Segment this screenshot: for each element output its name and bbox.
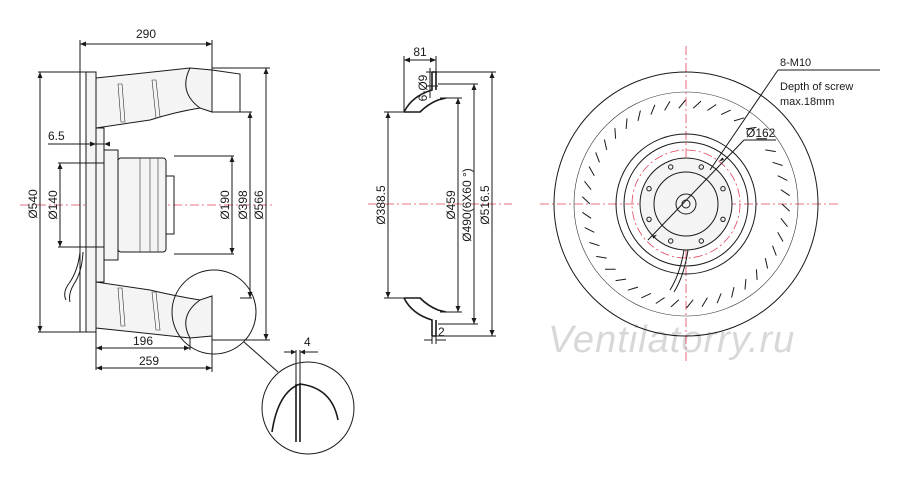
bolt-holes xyxy=(646,164,726,244)
dim-d490: Ø490(6X60 °) xyxy=(460,168,474,242)
watermark-text: Ventilatorry.ru xyxy=(548,319,795,361)
bolt-hole xyxy=(668,238,674,244)
bolt-hole xyxy=(720,186,726,192)
detail-marker-circle xyxy=(171,269,257,355)
bolt-hole xyxy=(646,186,652,192)
dim-2: 2 xyxy=(438,325,445,339)
bolt-hole xyxy=(698,238,704,244)
dim-4: 4 xyxy=(304,335,311,349)
bolt-circle xyxy=(631,149,741,259)
inlet-flange xyxy=(85,71,97,333)
note-depth-line-2: max.18mm xyxy=(780,96,834,108)
impeller-blade xyxy=(589,242,600,247)
impeller-blade xyxy=(650,104,656,115)
inlet-ring-inner xyxy=(623,141,749,267)
impeller-blade xyxy=(637,110,641,122)
dim-d398: Ø398 xyxy=(236,190,250,220)
motor-body xyxy=(117,157,167,253)
impeller-blade xyxy=(745,126,757,130)
impeller-blade xyxy=(664,100,671,111)
impeller-blade xyxy=(777,175,788,181)
section-upper-profile xyxy=(403,72,433,113)
dim-d388-5: Ø388.5 xyxy=(374,185,388,225)
side-view: 290 6.5 Ø540 Ø140 Ø190 Ø398 Ø5 xyxy=(20,27,279,373)
impeller-blade xyxy=(716,293,722,304)
impeller-outline xyxy=(553,71,819,337)
bolt-hole xyxy=(646,216,652,223)
dim-d162: Ø162 xyxy=(746,126,776,140)
section-lower-profile xyxy=(403,297,433,336)
dim-d516-5: Ø516.5 xyxy=(478,185,492,225)
detail-view: 4 xyxy=(261,335,355,455)
note-8-m10: 8-M10 xyxy=(780,57,811,69)
bolt-hole xyxy=(720,216,726,223)
shaft-hub xyxy=(675,193,697,215)
bolt-hole xyxy=(698,164,704,170)
impeller-inner-ring xyxy=(573,91,799,317)
detail-circle xyxy=(261,361,355,455)
impeller-blade xyxy=(707,104,717,111)
impeller-blade xyxy=(655,297,665,304)
impeller-blade xyxy=(584,227,595,233)
impeller-blade xyxy=(701,297,708,308)
dim-81: 81 xyxy=(413,45,427,59)
motor-rotor xyxy=(165,175,175,235)
impeller-blade xyxy=(764,257,769,269)
impeller-blade xyxy=(581,196,591,205)
impeller-blade xyxy=(772,245,777,256)
note-depth-line-1: Depth of screw xyxy=(780,81,853,93)
impeller-blade xyxy=(582,211,592,219)
impeller-blade xyxy=(755,269,758,280)
impeller-blade xyxy=(625,118,628,129)
dim-6-5: 6.5 xyxy=(48,129,65,143)
inlet-ring-outer xyxy=(615,133,757,275)
impeller-blade xyxy=(777,232,784,242)
dim-290: 290 xyxy=(136,27,156,41)
dim-6-d9: 6-Ø9 xyxy=(416,74,430,101)
impeller-blade xyxy=(780,217,788,228)
dim-196: 196 xyxy=(133,334,153,348)
impeller-blade xyxy=(595,152,600,163)
section-view: 81 6-Ø9 Ø388.5 Ø459 Ø490(6X60 °) Ø516.5 xyxy=(368,45,512,344)
motor-face xyxy=(639,157,733,251)
motor-hub xyxy=(653,171,719,237)
impeller-blade xyxy=(686,299,694,309)
motor-flange xyxy=(103,149,119,261)
impeller-blade xyxy=(588,166,595,176)
impeller-blade xyxy=(781,203,791,212)
impeller-blade xyxy=(596,255,607,259)
impeller-blade xyxy=(733,117,745,122)
impeller-blade xyxy=(772,161,783,166)
impeller-blade xyxy=(615,278,627,282)
dim-d540: Ø540 xyxy=(26,189,40,219)
impeller-blade xyxy=(641,292,652,299)
front-view: Ø162 8-M10 Depth of screw max.18mm xyxy=(540,46,880,364)
impeller-blade xyxy=(731,286,735,298)
impeller-blade xyxy=(670,299,680,308)
impeller-blade xyxy=(692,100,702,109)
impeller-blade xyxy=(614,128,617,139)
impeller-blade xyxy=(603,139,608,151)
impeller-blade xyxy=(780,189,790,197)
dim-d459: Ø459 xyxy=(444,190,458,220)
inlet-ring xyxy=(79,71,87,333)
dim-259: 259 xyxy=(139,354,159,368)
dim-d566: Ø566 xyxy=(252,190,266,220)
front-cable xyxy=(669,249,685,291)
impeller-blade xyxy=(744,279,747,290)
bolt-hole xyxy=(668,164,674,170)
impeller-blades xyxy=(581,99,791,309)
dim-d190: Ø190 xyxy=(218,190,232,220)
dim-d140: Ø140 xyxy=(46,190,60,220)
impeller-blade xyxy=(678,99,686,109)
impeller-blade xyxy=(627,286,639,291)
impeller-blade xyxy=(584,180,592,191)
motor-cable xyxy=(64,251,81,301)
impeller-blade xyxy=(720,109,731,116)
impeller-blade xyxy=(765,149,776,153)
backplate xyxy=(95,127,105,283)
